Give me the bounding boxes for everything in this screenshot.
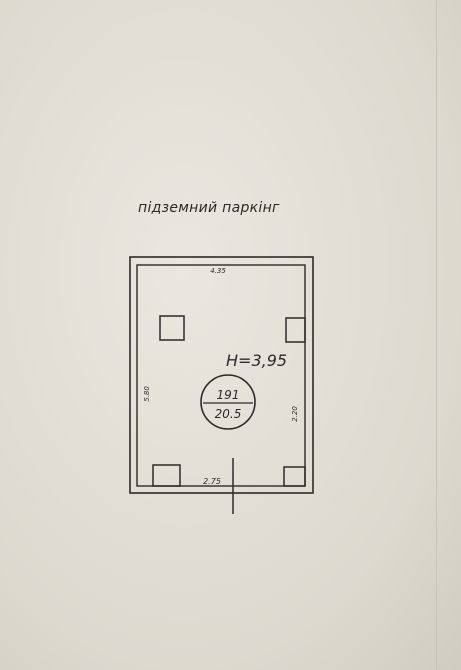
dimension-bottom: 2.75 [203, 477, 221, 486]
plan-title: підземний паркінг [138, 200, 280, 216]
column-bottom-right [283, 466, 306, 487]
column-bottom-left [152, 464, 181, 487]
room-label-circle [200, 374, 256, 430]
paper-fold-line [436, 0, 437, 670]
room-number: 191 [217, 388, 240, 402]
dimension-left: 5.80 [143, 386, 151, 402]
column-right-wall [285, 317, 306, 343]
room-area: 20.5 [215, 407, 242, 421]
dimension-top: 4.35 [210, 267, 226, 275]
dimension-right: 2.20 [291, 406, 299, 422]
ceiling-height-label: H=3,95 [226, 351, 287, 370]
column-center-left [159, 315, 185, 341]
outer-wall [129, 256, 314, 494]
inner-wall [136, 264, 306, 487]
